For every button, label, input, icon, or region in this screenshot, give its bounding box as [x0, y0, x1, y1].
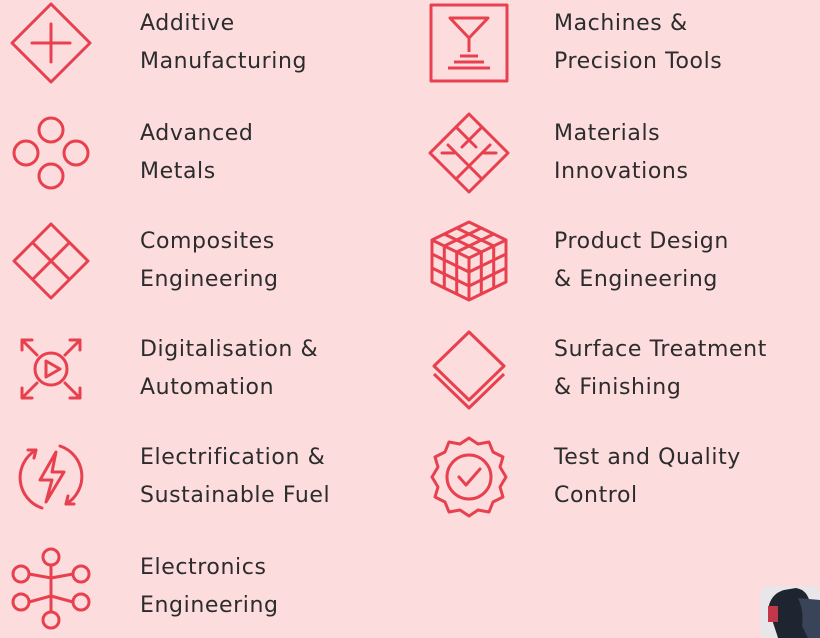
- category-digitalisation-automation[interactable]: Digitalisation &Automation: [8, 326, 318, 412]
- machines-precision-tools-icon: [426, 0, 512, 86]
- surface-treatment-layers-icon: [426, 326, 512, 412]
- category-label: Digitalisation &Automation: [140, 337, 319, 400]
- electronics-engineering-icon: [8, 544, 94, 630]
- category-label: Electrification &Sustainable Fuel: [140, 445, 331, 508]
- product-design-cube-icon: [426, 218, 512, 304]
- digitalisation-automation-icon: [8, 326, 94, 412]
- quality-badge-check-icon: [426, 434, 512, 520]
- category-label: Surface Treatment& Finishing: [554, 337, 767, 400]
- materials-innovations-icon: [426, 110, 512, 196]
- partial-photo-thumbnail: [738, 580, 820, 638]
- category-machines-precision-tools[interactable]: Machines &Precision Tools: [426, 0, 722, 86]
- category-label: Machines &Precision Tools: [554, 11, 723, 74]
- electrification-fuel-icon: [8, 434, 94, 520]
- category-surface-treatment[interactable]: Surface Treatment& Finishing: [426, 326, 767, 412]
- category-electrification-fuel[interactable]: Electrification &Sustainable Fuel: [8, 434, 330, 520]
- composites-engineering-icon: [8, 218, 94, 304]
- category-label: Product Design& Engineering: [554, 229, 729, 292]
- additive-manufacturing-icon: [8, 0, 94, 86]
- category-product-design[interactable]: Product Design& Engineering: [426, 218, 729, 304]
- advanced-metals-icon: [8, 110, 94, 196]
